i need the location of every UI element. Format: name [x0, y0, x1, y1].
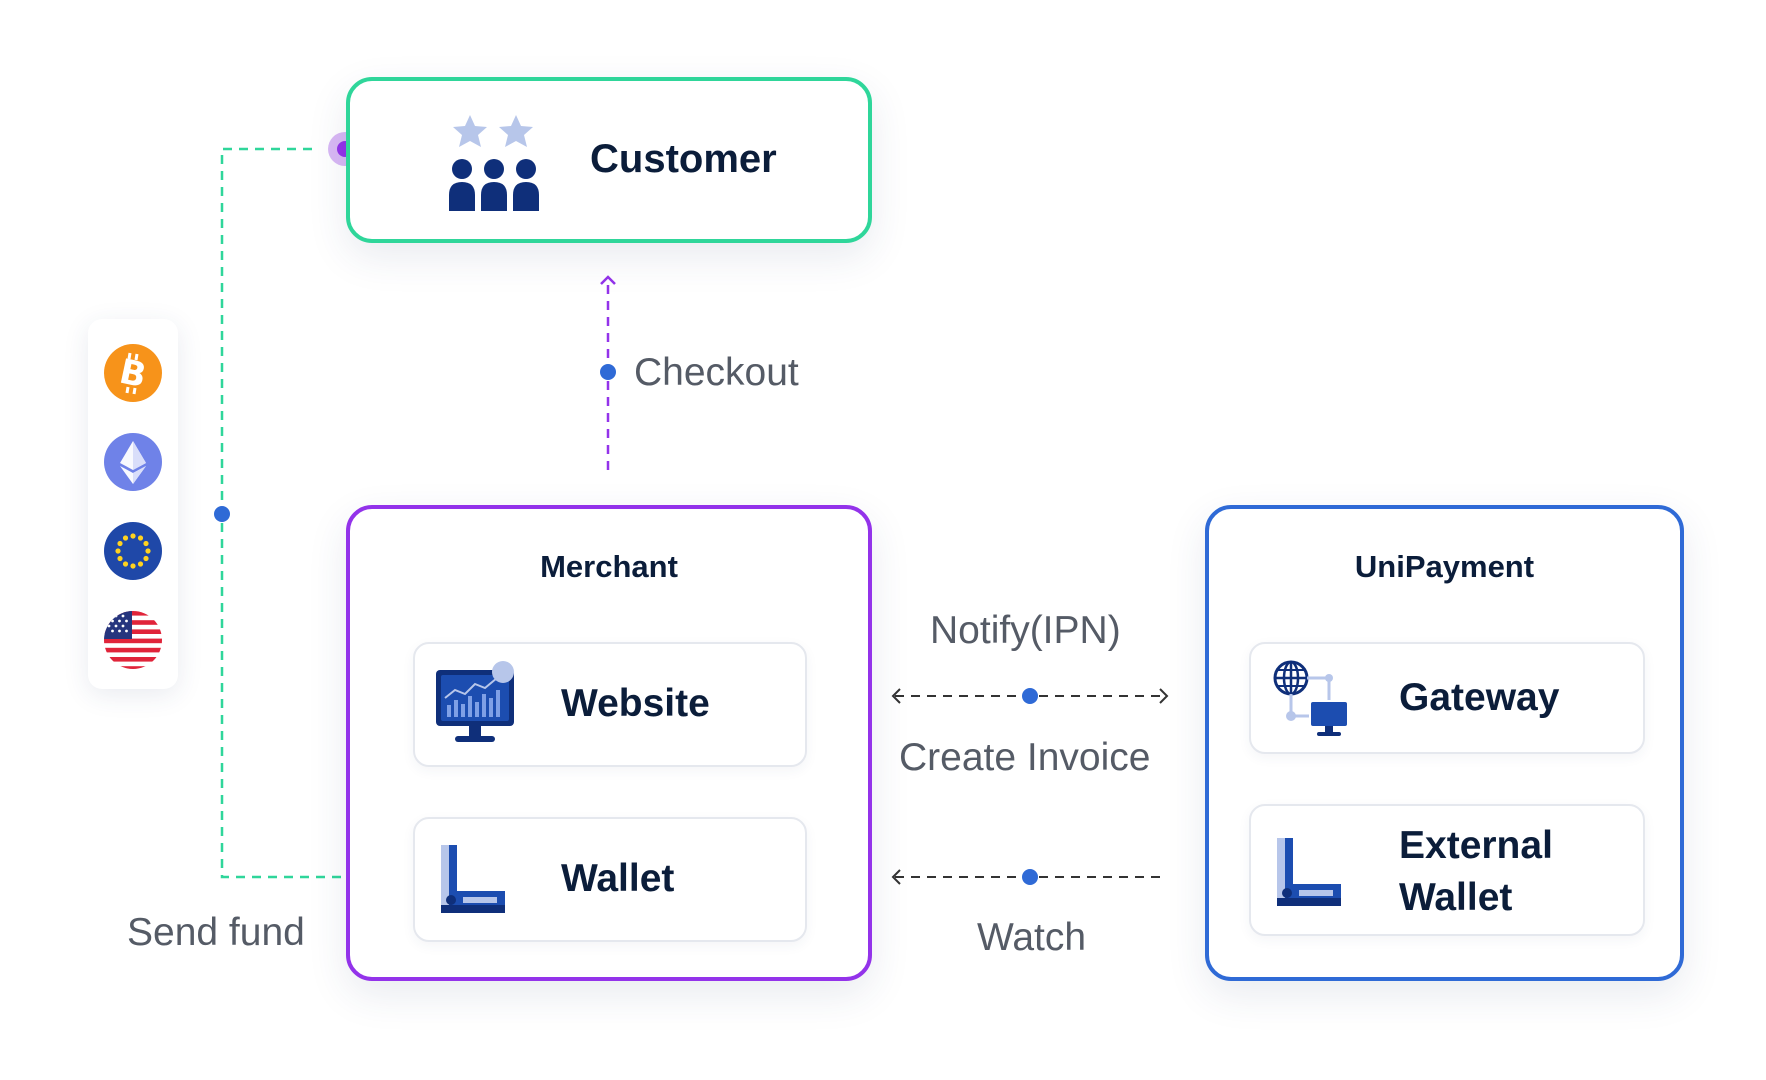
customer-group-icon [449, 115, 539, 211]
watch-arrowhead [891, 869, 901, 885]
gateway-card: Gateway [1249, 642, 1645, 754]
notify-left-arrowhead [891, 688, 901, 704]
watch-label: Watch [977, 916, 1087, 959]
customer-label: Customer [590, 137, 777, 181]
website-card: Website [413, 642, 807, 767]
ethereum-icon [104, 433, 162, 491]
checkout-arrowhead [600, 275, 616, 285]
notify-invoice-dot [1022, 688, 1038, 704]
merchant-group: Merchant Website Wallet [346, 505, 872, 981]
merchant-wallet-card: Wallet [413, 817, 807, 942]
external-wallet-card: External Wallet [1249, 804, 1645, 936]
currency-panel: B [88, 319, 178, 689]
us-flag-icon [104, 611, 162, 669]
website-label: Website [561, 682, 710, 725]
unipayment-group: UniPayment Gateway External Wal [1205, 505, 1684, 981]
create-invoice-label: Create Invoice [899, 736, 1151, 779]
gateway-network-icon [1273, 660, 1347, 736]
merchant-wallet-icon [441, 845, 505, 913]
customer-node: Customer [346, 77, 872, 243]
merchant-wallet-label: Wallet [561, 857, 675, 900]
external-wallet-label-line1: External [1399, 824, 1553, 867]
checkout-dot [600, 364, 616, 380]
checkout-label: Checkout [634, 351, 799, 394]
watch-dot [1022, 869, 1038, 885]
notify-ipn-label: Notify(IPN) [930, 609, 1121, 652]
external-wallet-label-line2: Wallet [1399, 876, 1513, 919]
bitcoin-icon: B [104, 344, 162, 402]
euro-flag-icon [104, 522, 162, 580]
unipayment-title: UniPayment [1354, 549, 1535, 584]
gateway-label: Gateway [1399, 676, 1560, 719]
send-fund-label: Send fund [127, 911, 305, 954]
send-fund-dot [214, 506, 230, 522]
website-monitor-icon [436, 661, 514, 742]
merchant-title: Merchant [540, 549, 678, 584]
external-wallet-icon [1277, 838, 1341, 906]
invoice-right-arrowhead [1159, 688, 1169, 704]
